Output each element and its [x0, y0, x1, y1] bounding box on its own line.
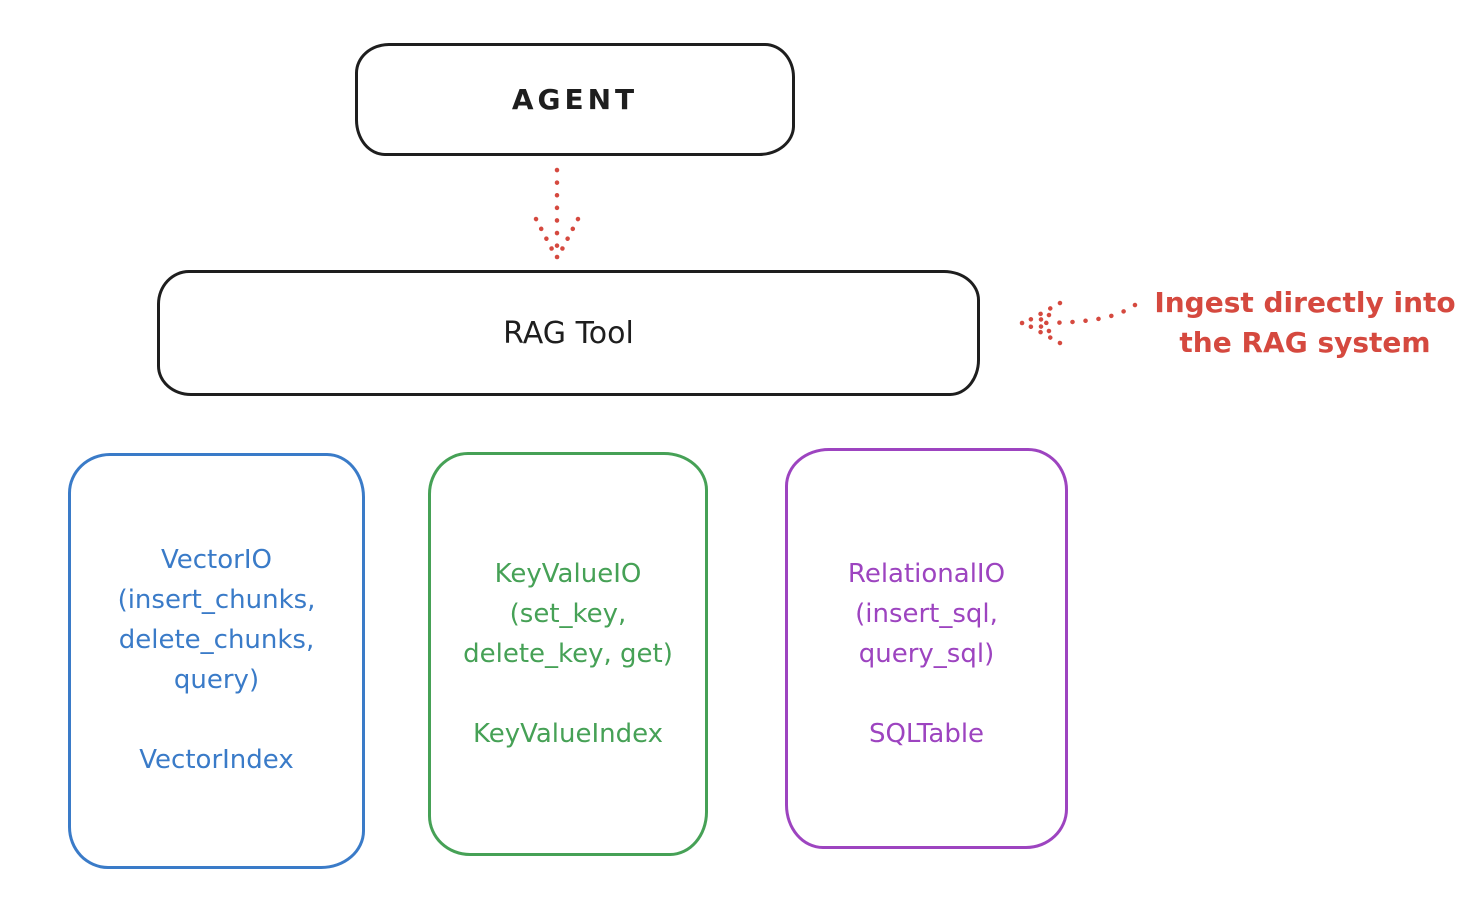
relational-io-box: RelationalIO (insert_sql, query_sql) SQL…: [785, 448, 1068, 849]
vector-io-text: VectorIO (insert_chunks, delete_chunks, …: [117, 545, 316, 695]
rag-tool-label: RAG Tool: [503, 315, 634, 351]
rag-tool-node: RAG Tool: [157, 270, 980, 396]
relational-io-text: RelationalIO (insert_sql, query_sql): [847, 559, 1006, 669]
key-value-index-label: KeyValueIndex: [472, 719, 664, 749]
annotation-to-rag-tool-arrow: [1019, 300, 1138, 346]
ingest-annotation: Ingest directly into the RAG system: [1154, 286, 1456, 359]
key-value-io-box: KeyValueIO (set_key, delete_key, get) Ke…: [428, 452, 708, 856]
agent-node: AGENT: [355, 43, 795, 156]
agent-label: AGENT: [511, 83, 639, 116]
agent-to-rag-tool-arrow: [533, 167, 581, 260]
vector-index-label: VectorIndex: [139, 745, 294, 775]
sql-table-label: SQLTable: [868, 719, 985, 749]
vector-io-box: VectorIO (insert_chunks, delete_chunks, …: [68, 453, 365, 869]
key-value-io-text: KeyValueIO (set_key, delete_key, get): [463, 559, 673, 669]
